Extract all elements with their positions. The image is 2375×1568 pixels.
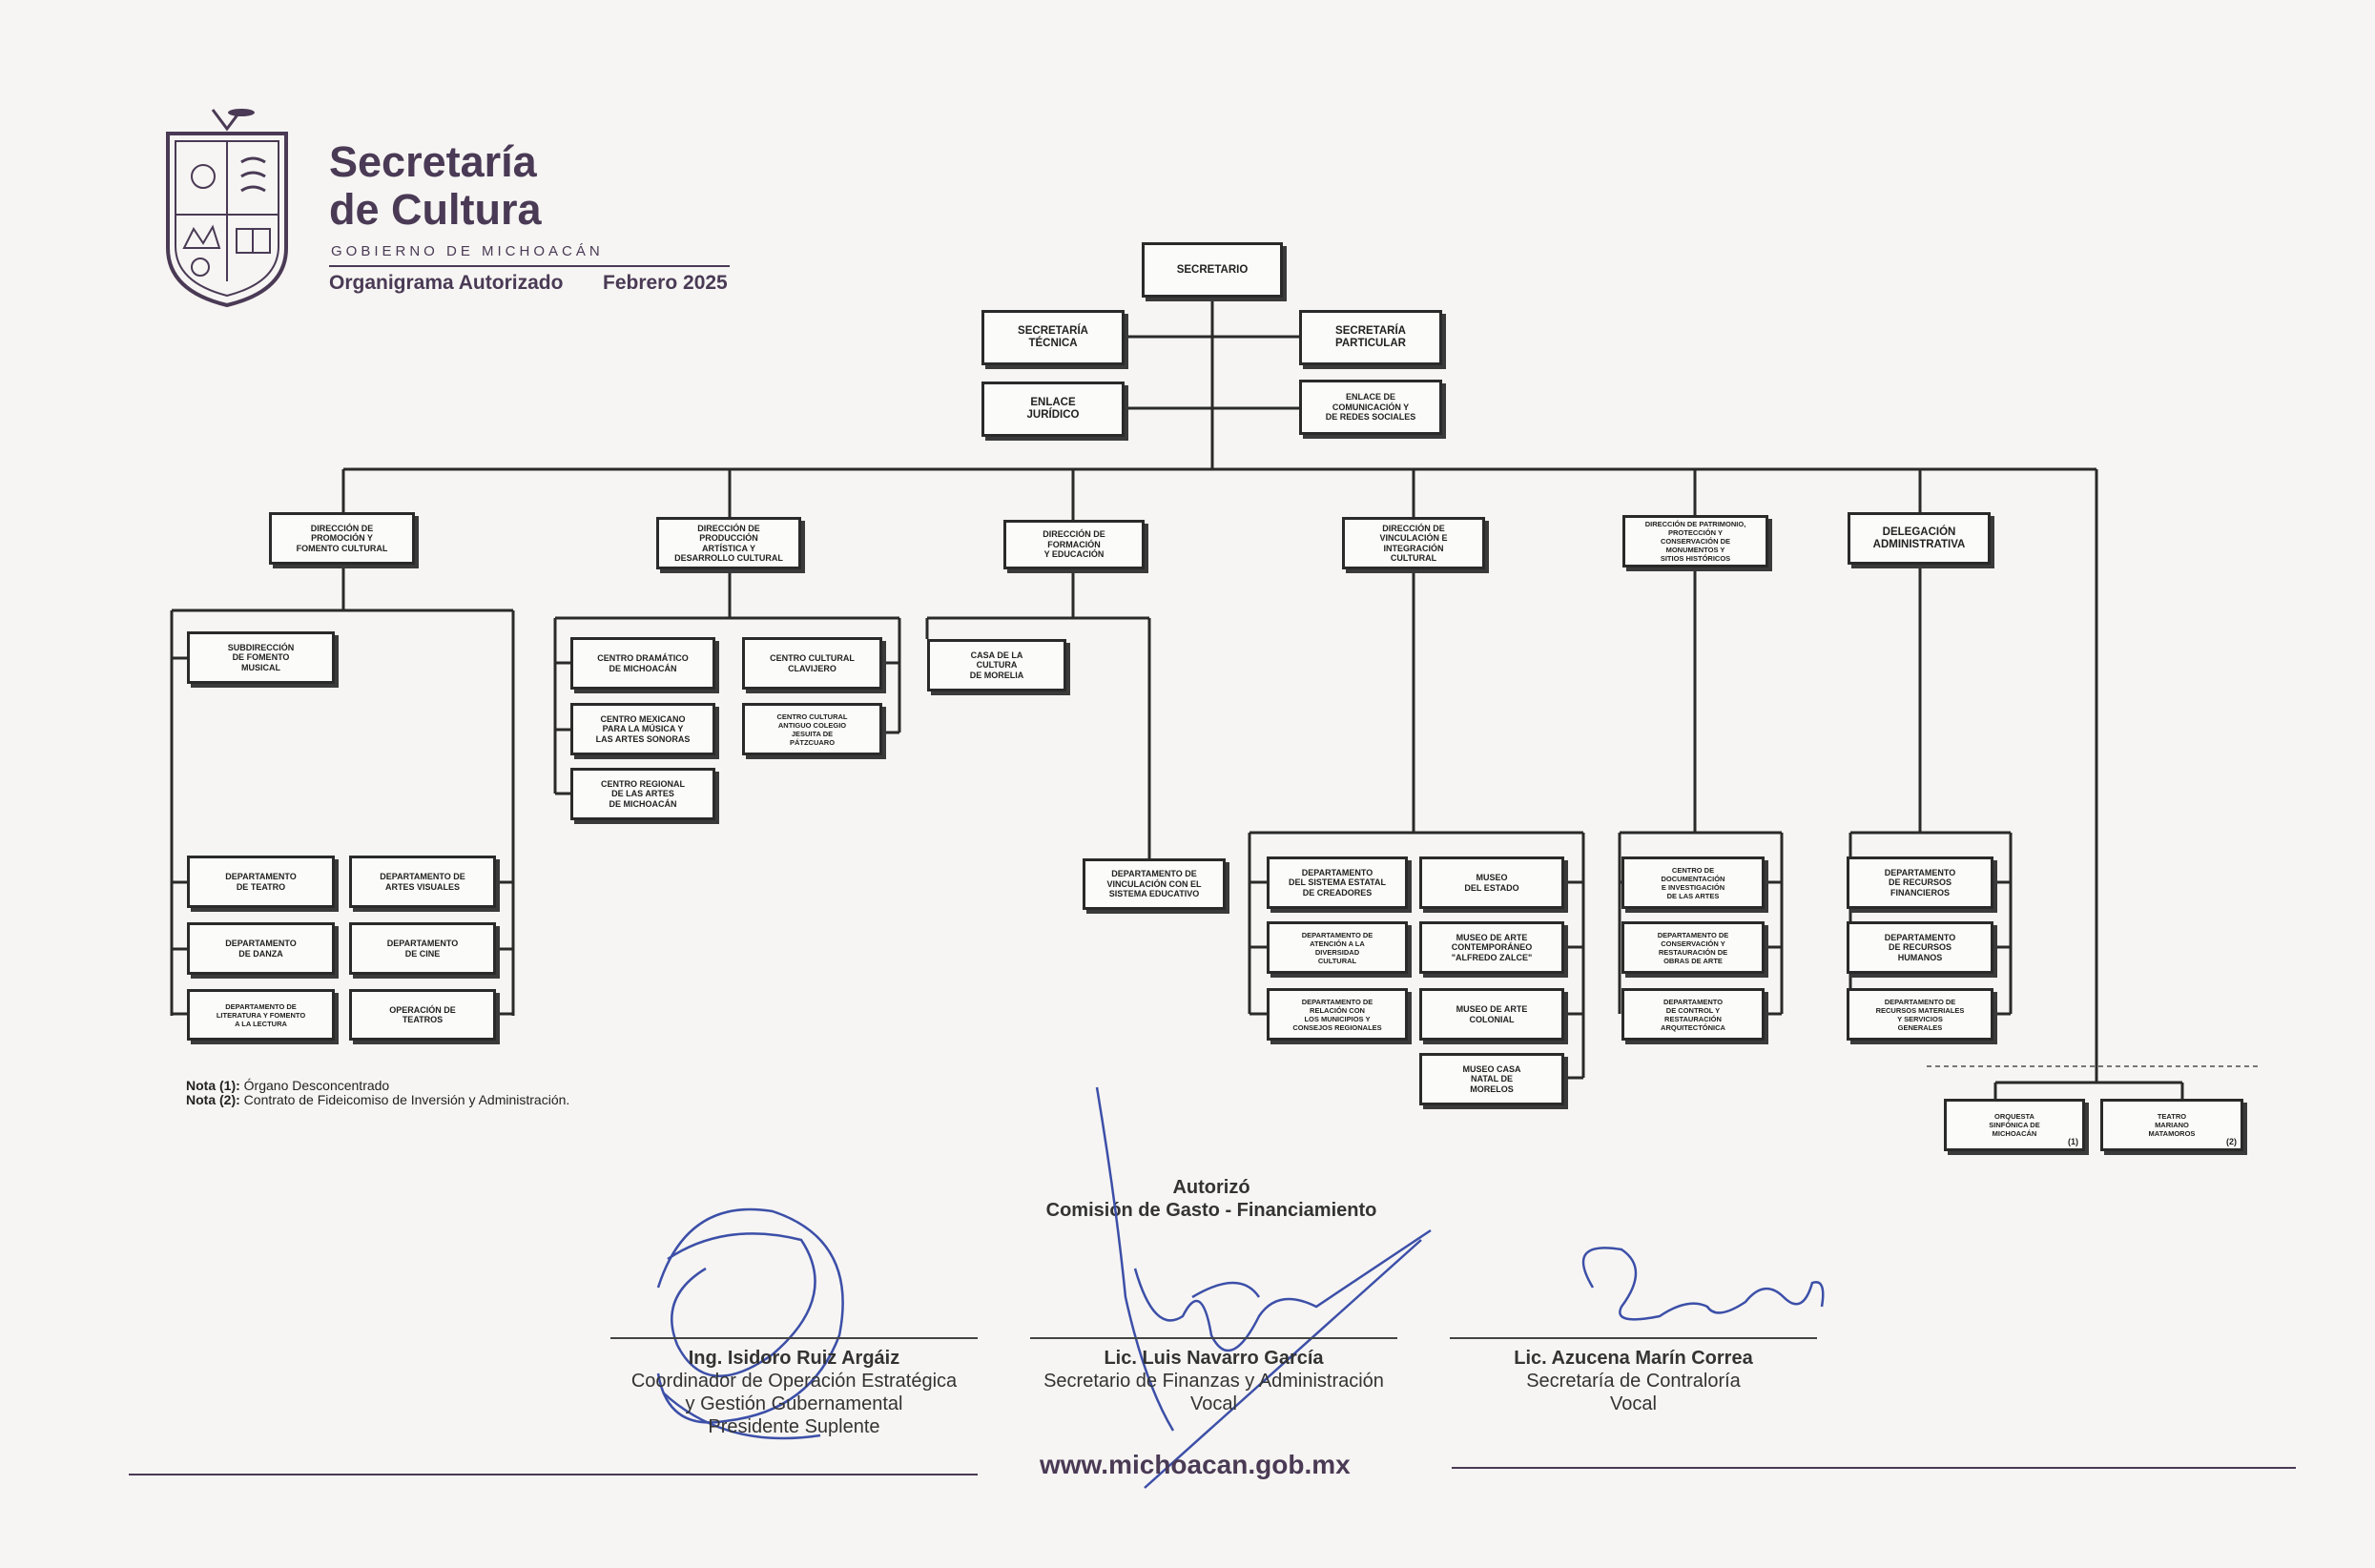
orquesta-note-marker: (1) [2068,1137,2078,1146]
signer-1-role2: y Gestión Gubernamental [685,1393,903,1414]
signer-1-role3: Presidente Suplente [708,1416,880,1437]
box-depto-conservacion: DEPARTAMENTO DE CONSERVACIÓN Y RESTAURAC… [1621,921,1765,974]
authorization-line1: Autorizó [1172,1177,1250,1198]
box-operacion-teatros: OPERACIÓN DE TEATROS [349,989,496,1041]
brand-title-line1: Secretaría [329,137,537,186]
box-centro-documentacion: CENTRO DE DOCUMENTACIÓN E INVESTIGACIÓN … [1621,856,1765,909]
box-museo-contemporaneo: MUSEO DE ARTE CONTEMPORÁNEO "ALFREDO ZAL… [1419,921,1564,974]
signer-3-role1: Secretaría de Contraloría [1526,1371,1741,1392]
signature-line-3 [1450,1337,1817,1339]
signer-2-role1: Secretario de Finanzas y Administración [1043,1371,1384,1392]
signature-block-3: Lic. Azucena Marín Correa Secretaría de … [1431,1347,1836,1415]
brand-divider [329,265,730,267]
footer-line-right [1452,1467,2296,1469]
authorization-line2: Comisión de Gasto - Financiamiento [1045,1200,1377,1221]
box-orquesta-sinfonica-label: ORQUESTA SINFÓNICA DE MICHOACÁN [1989,1112,2040,1138]
signer-1-name: Ing. Isidoro Ruiz Argáiz [688,1348,900,1369]
box-secretaria-tecnica: SECRETARÍA TÉCNICA [981,310,1125,365]
box-depto-artes-visuales: DEPARTAMENTO DE ARTES VISUALES [349,856,496,908]
box-depto-vinculacion-educativo: DEPARTAMENTO DE VINCULACIÓN CON EL SISTE… [1083,858,1226,910]
teatro-note-marker: (2) [2226,1137,2237,1146]
government-label: GOBIERNO DE MICHOACÁN [331,243,604,259]
box-depto-literatura: DEPARTAMENTO DE LITERATURA Y FOMENTO A L… [187,989,335,1041]
box-centro-jesuita: CENTRO CULTURAL ANTIGUO COLEGIO JESUITA … [742,703,882,755]
box-museo-estado: MUSEO DEL ESTADO [1419,856,1564,909]
michoacan-coat-of-arms-icon [166,109,288,308]
box-dir-patrimonio: DIRECCIÓN DE PATRIMONIO, PROTECCIÓN Y CO… [1622,515,1768,567]
signature-line-2 [1030,1337,1397,1339]
box-dir-vinculacion: DIRECCIÓN DE VINCULACIÓN E INTEGRACIÓN C… [1342,517,1485,569]
signer-3-name: Lic. Azucena Marín Correa [1514,1348,1753,1369]
org-chart-date: Febrero 2025 [603,272,728,294]
box-depto-recursos-materiales: DEPARTAMENTO DE RECURSOS MATERIALES Y SE… [1847,988,1993,1041]
box-orquesta-sinfonica: ORQUESTA SINFÓNICA DE MICHOACÁN (1) [1944,1099,2085,1151]
box-centro-dramatico: CENTRO DRAMÁTICO DE MICHOACÁN [570,637,715,690]
box-centro-clavijero: CENTRO CULTURAL CLAVIJERO [742,637,882,690]
box-centro-regional-artes: CENTRO REGIONAL DE LAS ARTES DE MICHOACÁ… [570,768,715,820]
box-depto-municipios: DEPARTAMENTO DE RELACIÓN CON LOS MUNICIP… [1267,988,1408,1041]
note-2: Nota (2): Contrato de Fideicomiso de Inv… [186,1092,569,1107]
footer-url[interactable]: www.michoacan.gob.mx [1040,1450,1351,1479]
signer-2-role2: Vocal [1190,1393,1237,1414]
box-delegacion: DELEGACIÓN ADMINISTRATIVA [1848,512,1991,565]
box-dir-promocion: DIRECCIÓN DE PROMOCIÓN Y FOMENTO CULTURA… [269,512,415,565]
brand-title: Secretaría de Cultura [329,138,542,234]
note-1-text: Órgano Desconcentrado [239,1078,390,1093]
box-subdir-fomento-musical: SUBDIRECCIÓN DE FOMENTO MUSICAL [187,631,335,684]
footer-line-left [129,1474,978,1475]
box-depto-recursos-humanos: DEPARTAMENTO DE RECURSOS HUMANOS [1847,921,1993,974]
org-chart-label: Organigrama Autorizado [329,272,564,294]
box-depto-danza: DEPARTAMENTO DE DANZA [187,922,335,975]
signature-line-1 [610,1337,978,1339]
box-enlace-juridico: ENLACE JURÍDICO [981,382,1125,437]
box-secretaria-particular: SECRETARÍA PARTICULAR [1299,310,1442,365]
box-enlace-comunicacion: ENLACE DE COMUNICACIÓN Y DE REDES SOCIAL… [1299,380,1442,435]
box-centro-mexicano-musica: CENTRO MEXICANO PARA LA MÚSICA Y LAS ART… [570,703,715,755]
box-teatro-matamoros: TEATRO MARIANO MATAMOROS (2) [2100,1099,2243,1151]
box-museo-colonial: MUSEO DE ARTE COLONIAL [1419,988,1564,1041]
box-depto-recursos-financieros: DEPARTAMENTO DE RECURSOS FINANCIEROS [1847,856,1993,909]
box-dir-formacion: DIRECCIÓN DE FORMACIÓN Y EDUCACIÓN [1003,520,1145,569]
note-1: Nota (1): Órgano Desconcentrado [186,1078,389,1093]
box-depto-control-restauracion: DEPARTAMENTO DE CONTROL Y RESTAURACIÓN A… [1621,988,1765,1041]
box-depto-sistema-creadores: DEPARTAMENTO DEL SISTEMA ESTATAL DE CREA… [1267,856,1408,909]
box-teatro-matamoros-label: TEATRO MARIANO MATAMOROS [2148,1112,2196,1138]
authorization-heading: Autorizó Comisión de Gasto - Financiamie… [1011,1176,1412,1222]
signer-1-role1: Coordinador de Operación Estratégica [630,1371,958,1392]
note-2-text: Contrato de Fideicomiso de Inversión y A… [239,1092,570,1107]
box-museo-casa-natal: MUSEO CASA NATAL DE MORELOS [1419,1053,1564,1105]
signer-3-role2: Vocal [1610,1393,1657,1414]
box-casa-cultura-morelia: CASA DE LA CULTURA DE MORELIA [927,639,1066,691]
note-1-label: Nota (1): [186,1078,240,1093]
note-2-label: Nota (2): [186,1092,240,1107]
box-depto-cine: DEPARTAMENTO DE CINE [349,922,496,975]
signature-block-2: Lic. Luis Navarro García Secretario de F… [1011,1347,1416,1415]
signer-2-name: Lic. Luis Navarro García [1104,1348,1324,1369]
signature-block-1: Ing. Isidoro Ruiz Argáiz Coordinador de … [591,1347,997,1438]
box-depto-diversidad: DEPARTAMENTO DE ATENCIÓN A LA DIVERSIDAD… [1267,921,1408,974]
box-secretario: SECRETARIO [1142,242,1283,298]
brand-title-line2: de Cultura [329,185,542,234]
box-depto-teatro: DEPARTAMENTO DE TEATRO [187,856,335,908]
box-dir-produccion: DIRECCIÓN DE PRODUCCIÓN ARTÍSTICA Y DESA… [656,517,801,569]
